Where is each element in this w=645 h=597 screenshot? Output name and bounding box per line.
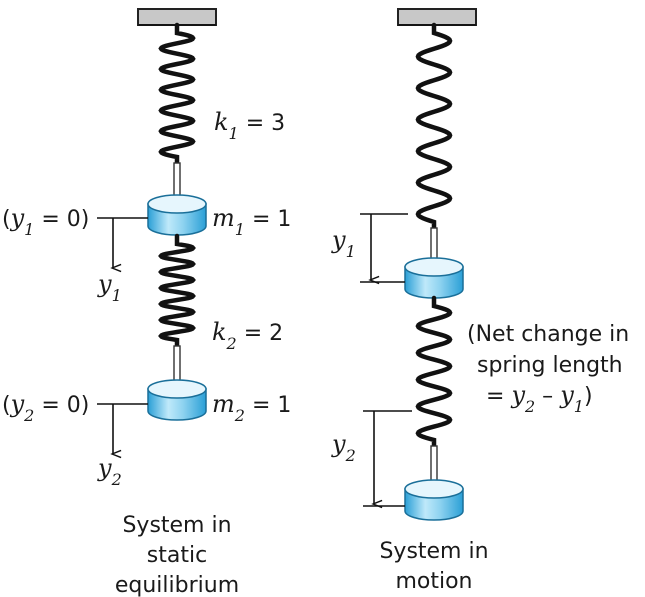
left-rod-1 — [173, 162, 181, 200]
right-mass-1 — [404, 257, 464, 299]
left-spring-1 — [158, 22, 196, 168]
y2-displacement-label: y2 — [331, 430, 356, 465]
y2-equals-zero-label: (y2 = 0) — [2, 390, 89, 425]
y1-equals-zero-label: (y1 = 0) — [2, 204, 89, 239]
right-system: y1 y2 (Net change in spring length = y2 … — [331, 8, 629, 594]
right-spring-2 — [415, 295, 453, 451]
right-spring-1 — [415, 22, 453, 233]
y1-axis-label: y1 — [97, 270, 122, 305]
right-caption-line-1: System in — [379, 539, 488, 564]
note-line-3: = y2 – y1) — [486, 381, 593, 416]
m2-label: m2 = 1 — [212, 390, 291, 425]
y1-displacement-label: y1 — [331, 226, 356, 261]
left-system: k1 = 3 m1 = 1 k2 = 2 m2 = 1 (y1 = 0) (y2… — [2, 8, 291, 597]
left-caption-line-2: static — [147, 543, 207, 568]
right-caption-line-2: motion — [395, 569, 472, 594]
m1-label: m1 = 1 — [212, 204, 291, 239]
right-ceiling — [397, 8, 477, 26]
left-mass-2 — [147, 379, 207, 421]
k2-label: k2 = 2 — [212, 318, 283, 353]
left-mass-1 — [147, 194, 207, 236]
left-spring-2 — [158, 233, 196, 351]
y2-axis-label: y2 — [97, 454, 122, 489]
left-ceiling — [137, 8, 217, 26]
note-line-1: (Net change in — [467, 322, 629, 347]
left-caption-line-1: System in — [122, 513, 231, 538]
k1-label: k1 = 3 — [214, 108, 285, 143]
left-caption-line-3: equilibrium — [115, 573, 239, 597]
note-line-2: spring length — [477, 353, 623, 378]
right-mass-2 — [404, 479, 464, 521]
